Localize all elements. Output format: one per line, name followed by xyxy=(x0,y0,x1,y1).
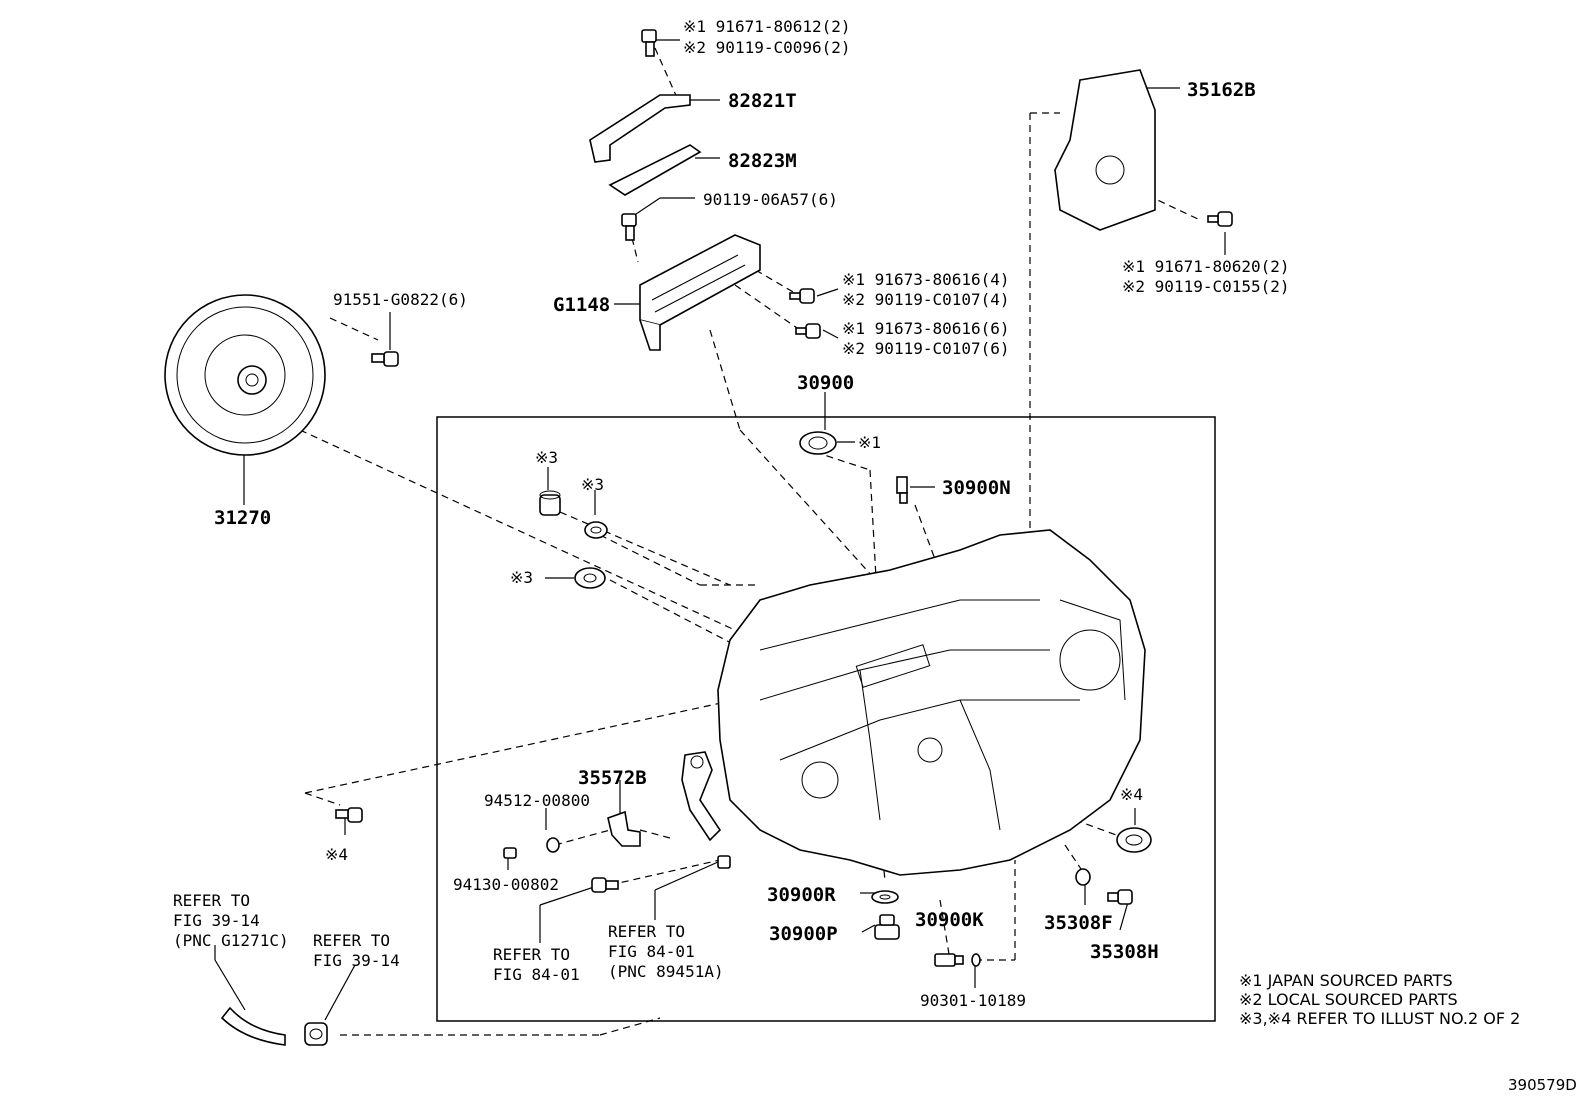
seal-icon xyxy=(539,490,561,516)
label-note4-left: ※4 xyxy=(325,845,348,864)
label-90301[interactable]: 90301-10189 xyxy=(920,991,1026,1010)
oil-seal-icon xyxy=(1116,827,1152,853)
plug-icon xyxy=(1107,889,1133,905)
label-82823m[interactable]: 82823M xyxy=(728,150,797,172)
label-note3-c: ※3 xyxy=(510,568,533,587)
label-91551[interactable]: 91551-G0822(6) xyxy=(333,290,468,309)
legend-line-2: ※2 LOCAL SOURCED PARTS xyxy=(1239,990,1458,1009)
label-31270[interactable]: 31270 xyxy=(214,507,271,529)
diagram-code: 390579D xyxy=(1508,1076,1577,1094)
oil-seal-icon xyxy=(799,431,837,455)
label-94512[interactable]: 94512-00800 xyxy=(484,791,590,810)
refer-labels: REFER TO FIG 39-14 (PNC G1271C) REFER TO… xyxy=(173,891,724,984)
refer-left-line1[interactable]: REFER TO xyxy=(173,891,250,910)
sensor-icon xyxy=(896,476,908,504)
bracket-82821t xyxy=(589,94,691,163)
label-94130[interactable]: 94130-00802 xyxy=(453,875,559,894)
nut-icon xyxy=(717,855,731,869)
legend-line-1: ※1 JAPAN SOURCED PARTS xyxy=(1239,971,1453,990)
label-top-bolt-2: ※2 90119-C0096(2) xyxy=(683,38,851,57)
label-35572b[interactable]: 35572B xyxy=(578,767,647,789)
label-35308h[interactable]: 35308H xyxy=(1090,941,1159,963)
label-30900[interactable]: 30900 xyxy=(797,372,854,394)
refer-low2-line2[interactable]: FIG 84-01 xyxy=(608,942,695,961)
refer-mid-line2[interactable]: FIG 39-14 xyxy=(313,951,400,970)
solid-leaders xyxy=(214,39,1226,1021)
label-top-bolt-1: ※1 91671-80612(2) xyxy=(683,17,851,36)
bracket-icon xyxy=(607,810,641,847)
label-note3-a: ※3 xyxy=(535,448,558,467)
refer-left-line3[interactable]: (PNC G1271C) xyxy=(173,931,289,950)
label-35162b[interactable]: 35162B xyxy=(1187,79,1256,101)
label-35308f[interactable]: 35308F xyxy=(1044,912,1113,934)
bolt-icon xyxy=(371,351,399,367)
refer-low1-line1[interactable]: REFER TO xyxy=(493,945,570,964)
label-90119-06a57[interactable]: 90119-06A57(6) xyxy=(703,190,838,209)
hose-plug-icon xyxy=(304,1022,328,1046)
refer-low2-line3[interactable]: (PNC 89451A) xyxy=(608,962,724,981)
cover-35162b xyxy=(1054,69,1156,231)
label-30900k[interactable]: 30900K xyxy=(915,909,984,931)
assembly-frame xyxy=(436,416,1216,1022)
o-ring-icon xyxy=(1075,868,1091,886)
fitting-icon xyxy=(934,953,964,967)
refer-left-line2[interactable]: FIG 39-14 xyxy=(173,911,260,930)
refer-low2-line1[interactable]: REFER TO xyxy=(608,922,685,941)
bolt-icon xyxy=(795,323,821,339)
o-ring-icon xyxy=(971,953,981,967)
bolt-icon xyxy=(621,213,637,241)
clutch-disc-31270 xyxy=(164,294,326,456)
nut-icon xyxy=(503,847,517,859)
label-30900n[interactable]: 30900N xyxy=(942,477,1011,499)
label-30900p[interactable]: 30900P xyxy=(769,923,838,945)
bolt-icon xyxy=(591,877,619,893)
label-g1148-bolt-a1: ※1 91673-80616(4) xyxy=(842,270,1010,289)
label-g1148[interactable]: G1148 xyxy=(553,294,610,316)
label-note3-b: ※3 xyxy=(581,475,604,494)
washer-icon xyxy=(546,837,560,853)
seal-icon xyxy=(574,567,606,589)
drain-plug-icon xyxy=(874,914,900,940)
bolt-icon xyxy=(335,807,363,823)
bolt-icon xyxy=(1207,211,1233,227)
part-labels: ※1 91671-80612(2) ※2 90119-C0096(2) 8282… xyxy=(214,17,1290,1010)
speed-sensor-35572b xyxy=(681,751,722,842)
transaxle-case xyxy=(717,529,1146,876)
bolt-icon xyxy=(641,29,657,57)
washer-icon xyxy=(871,890,899,904)
label-note4-right: ※4 xyxy=(1120,785,1143,804)
label-seal-note1: ※1 xyxy=(858,433,881,452)
legend-line-3: ※3,※4 REFER TO ILLUST NO.2 OF 2 xyxy=(1239,1009,1520,1028)
seal-icon xyxy=(584,521,608,539)
refer-mid-line1[interactable]: REFER TO xyxy=(313,931,390,950)
label-35162b-bolt-1: ※1 91671-80620(2) xyxy=(1122,257,1290,276)
legend: ※1 JAPAN SOURCED PARTS ※2 LOCAL SOURCED … xyxy=(1239,971,1520,1028)
label-g1148-bolt-b1: ※1 91673-80616(6) xyxy=(842,319,1010,338)
refer-low1-line2[interactable]: FIG 84-01 xyxy=(493,965,580,984)
label-g1148-bolt-a2: ※2 90119-C0107(4) xyxy=(842,290,1010,309)
valve-body-g1148 xyxy=(639,234,761,351)
label-82821t[interactable]: 82821T xyxy=(728,90,797,112)
bolt-icon xyxy=(789,288,815,304)
label-g1148-bolt-b2: ※2 90119-C0107(6) xyxy=(842,339,1010,358)
hose-icon xyxy=(220,1006,286,1046)
plate-82823m xyxy=(608,144,702,196)
label-35162b-bolt-2: ※2 90119-C0155(2) xyxy=(1122,277,1290,296)
label-30900r[interactable]: 30900R xyxy=(767,884,836,906)
